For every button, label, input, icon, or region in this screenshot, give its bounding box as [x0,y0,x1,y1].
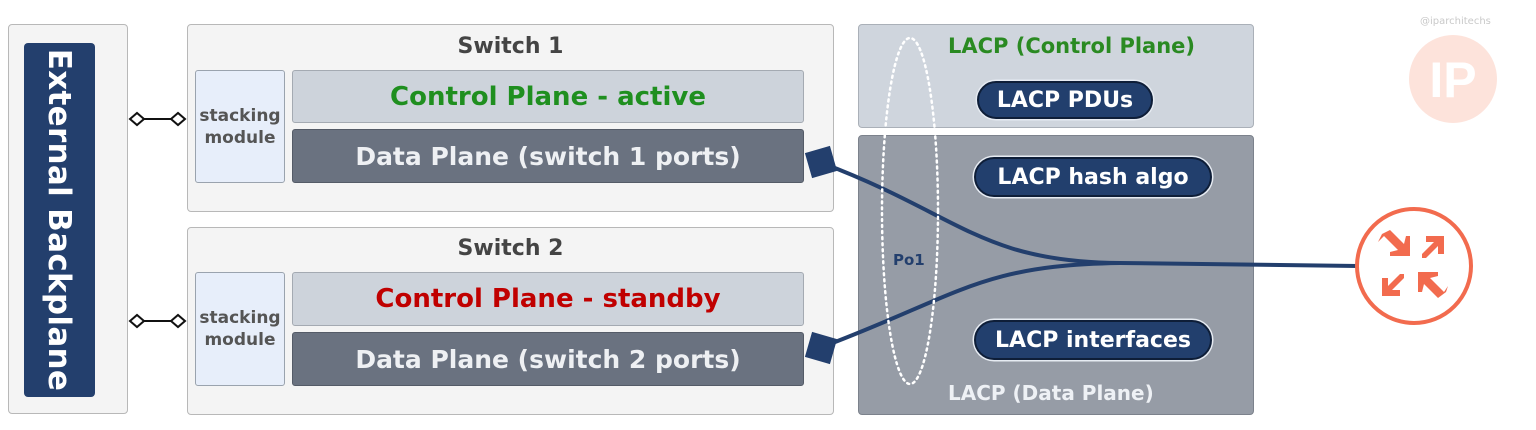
switch-1-data-plane: Data Plane (switch 1 ports) [292,129,804,183]
switch-1-title: Switch 1 [457,34,564,59]
stacking-label-line1: stacking [199,308,281,328]
watermark-handle: @iparchitechs [1420,16,1491,27]
lacp-data-plane-title: LACP (Data Plane) [948,381,1154,405]
switch-1-control-plane: Control Plane - active [292,70,804,123]
stacking-label-line1: stacking [199,105,281,126]
switch-2-control-plane: Control Plane - standby [292,272,804,326]
lacp-interfaces-badge: LACP interfaces [974,320,1212,360]
lacp-control-plane-title: LACP (Control Plane) [948,34,1196,58]
stacking-label-line2: module [204,127,276,148]
switch-2-stacking-module: stacking module [195,272,285,386]
port-channel-label: Po1 [893,251,925,269]
stack-link-icon [128,111,187,127]
watermark-logo: IP [1409,35,1497,123]
switch-1-stacking-module: stacking module [195,70,285,183]
lacp-hash-algo-badge: LACP hash algo [974,157,1212,197]
lacp-pdus-badge: LACP PDUs [977,81,1153,119]
external-backplane: External Backplane [24,43,95,397]
switch-2-title: Switch 2 [457,236,564,261]
stack-link-icon [128,313,187,329]
external-backplane-label: External Backplane [41,48,78,392]
router-icon [1355,207,1473,325]
svg-text:IP: IP [1429,52,1476,108]
stacking-label-line2: module [204,330,276,350]
switch-2-data-plane: Data Plane (switch 2 ports) [292,332,804,386]
